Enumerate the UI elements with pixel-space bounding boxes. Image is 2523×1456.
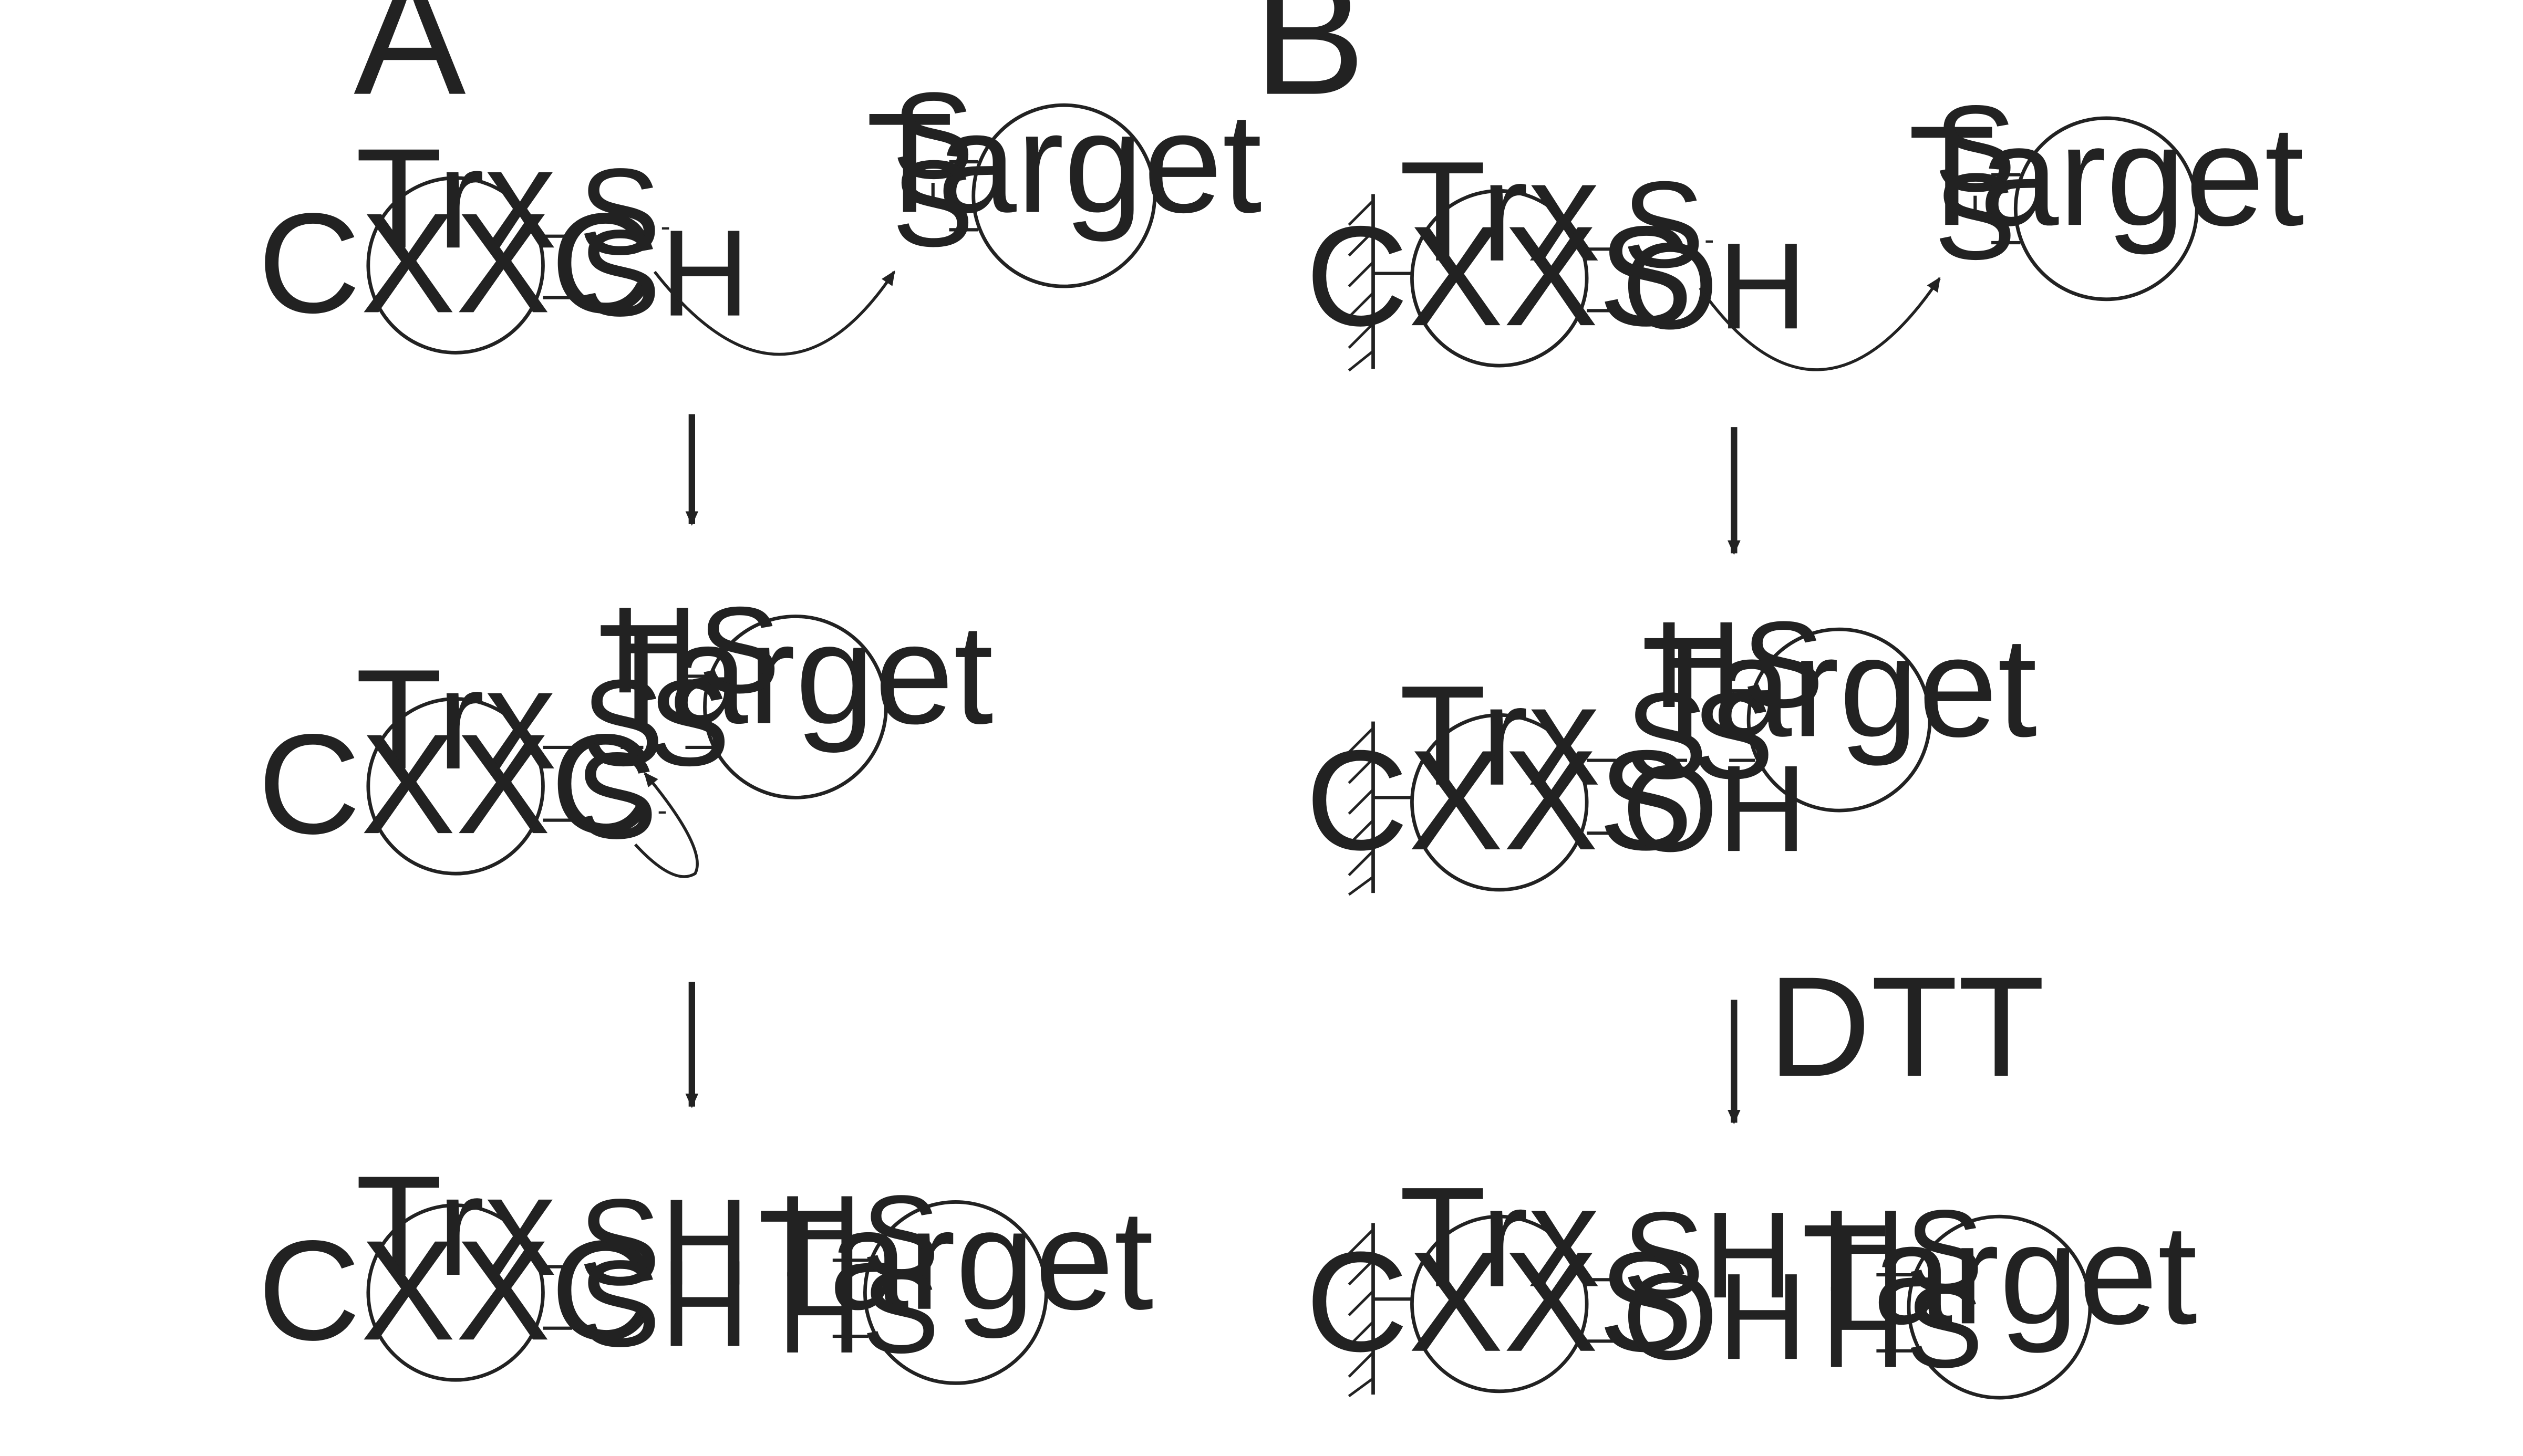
panel-a-step1: Trx CXXC S- SH Target S S (258, 67, 1263, 356)
thiol-label: HS (609, 581, 780, 719)
target-label: Target (866, 84, 1263, 243)
panel-b-step1: Trx CXXS S- OH Target S S (1306, 79, 2304, 372)
motif-label: CXXS (1306, 197, 1693, 356)
trx-protein (1410, 189, 1589, 368)
motif-label: CXXC (258, 1211, 654, 1370)
thiolate-label: S- (1622, 155, 1714, 293)
motif-label: CXXC (258, 184, 654, 342)
thiol-label: SH (578, 1173, 749, 1311)
thiol-label: HS (778, 1247, 939, 1377)
nucleophilic-attack-arrow (634, 772, 699, 878)
trx-protein (366, 176, 545, 355)
hydroxyl-label: OH (1622, 1247, 1807, 1385)
trx-label: Trx (1399, 1158, 1599, 1317)
target-protein (971, 103, 1157, 288)
sulfur-label: S (1626, 667, 1708, 804)
solid-support (1348, 1223, 1375, 1398)
trx-protein (366, 1203, 545, 1382)
thiolate-label: S- (578, 143, 670, 280)
panel-b: B Trx CXXS S- OH Target S S (1254, 0, 2304, 1400)
trx-label: Trx (356, 119, 556, 278)
motif-label: CXXS (1306, 721, 1693, 880)
target-label: Target (1908, 97, 2304, 256)
thiol-label: HS (1822, 1262, 1983, 1392)
thiolate-label: S- (575, 726, 667, 864)
trx-protein (1410, 1214, 1589, 1393)
panel-a-step3: Trx CXXC SH SH Target HS HS (258, 1147, 1154, 1385)
hydroxyl-label: OH (1622, 740, 1807, 877)
dtt-label: DTT (1768, 948, 2045, 1106)
trx-label: Trx (356, 1147, 556, 1305)
target-protein (863, 1200, 1048, 1385)
panel-b-step2: Trx CXXS S S OH Target HS (1306, 596, 2038, 896)
solid-support (1348, 721, 1375, 896)
target-label: Target (597, 595, 994, 754)
hydroxyl-label: OH (1622, 217, 1807, 355)
panel-a: A Trx CXXC S- SH Target S S Trx CXXC (258, 0, 1263, 1385)
sulfur-label: S (892, 67, 974, 204)
solid-support (1348, 194, 1375, 372)
target-protein (703, 615, 888, 799)
target-label: Target (1802, 1195, 2198, 1354)
thiol-label: SH (578, 204, 749, 342)
thiol-label: HS (1822, 1185, 1983, 1316)
trx-protein (1410, 713, 1589, 892)
trx-label: Trx (356, 640, 556, 799)
trx-label: Trx (1399, 132, 1599, 291)
sulfur-label: S (582, 654, 664, 792)
nucleophilic-attack-arrow (653, 270, 896, 356)
thiol-label: SH (578, 1235, 749, 1372)
target-label: Target (1641, 608, 2038, 767)
trx-protein (366, 697, 545, 876)
target-label: Target (758, 1181, 1154, 1340)
target-protein (1746, 627, 1932, 813)
motif-label: CXXS (1306, 1223, 1693, 1381)
nucleophilic-attack-arrow (1699, 277, 1941, 371)
trx-label: Trx (1399, 657, 1599, 815)
thiol-label: HS (1653, 596, 1824, 733)
motif-label: CXXC (258, 705, 654, 864)
panel-a-label: A (354, 0, 467, 130)
target-protein (2013, 116, 2199, 301)
panel-b-step3: Trx CXXS SH OH Target HS HS (1306, 1158, 2198, 1400)
target-protein (1907, 1214, 2092, 1400)
panel-b-label: B (1254, 0, 1366, 130)
panel-a-step2: Trx CXXC S S S- Target HS (258, 581, 994, 878)
thiol-label: SH (1622, 1186, 1793, 1324)
thiol-label: HS (778, 1171, 939, 1301)
sulfur-label: S (1934, 79, 2016, 217)
